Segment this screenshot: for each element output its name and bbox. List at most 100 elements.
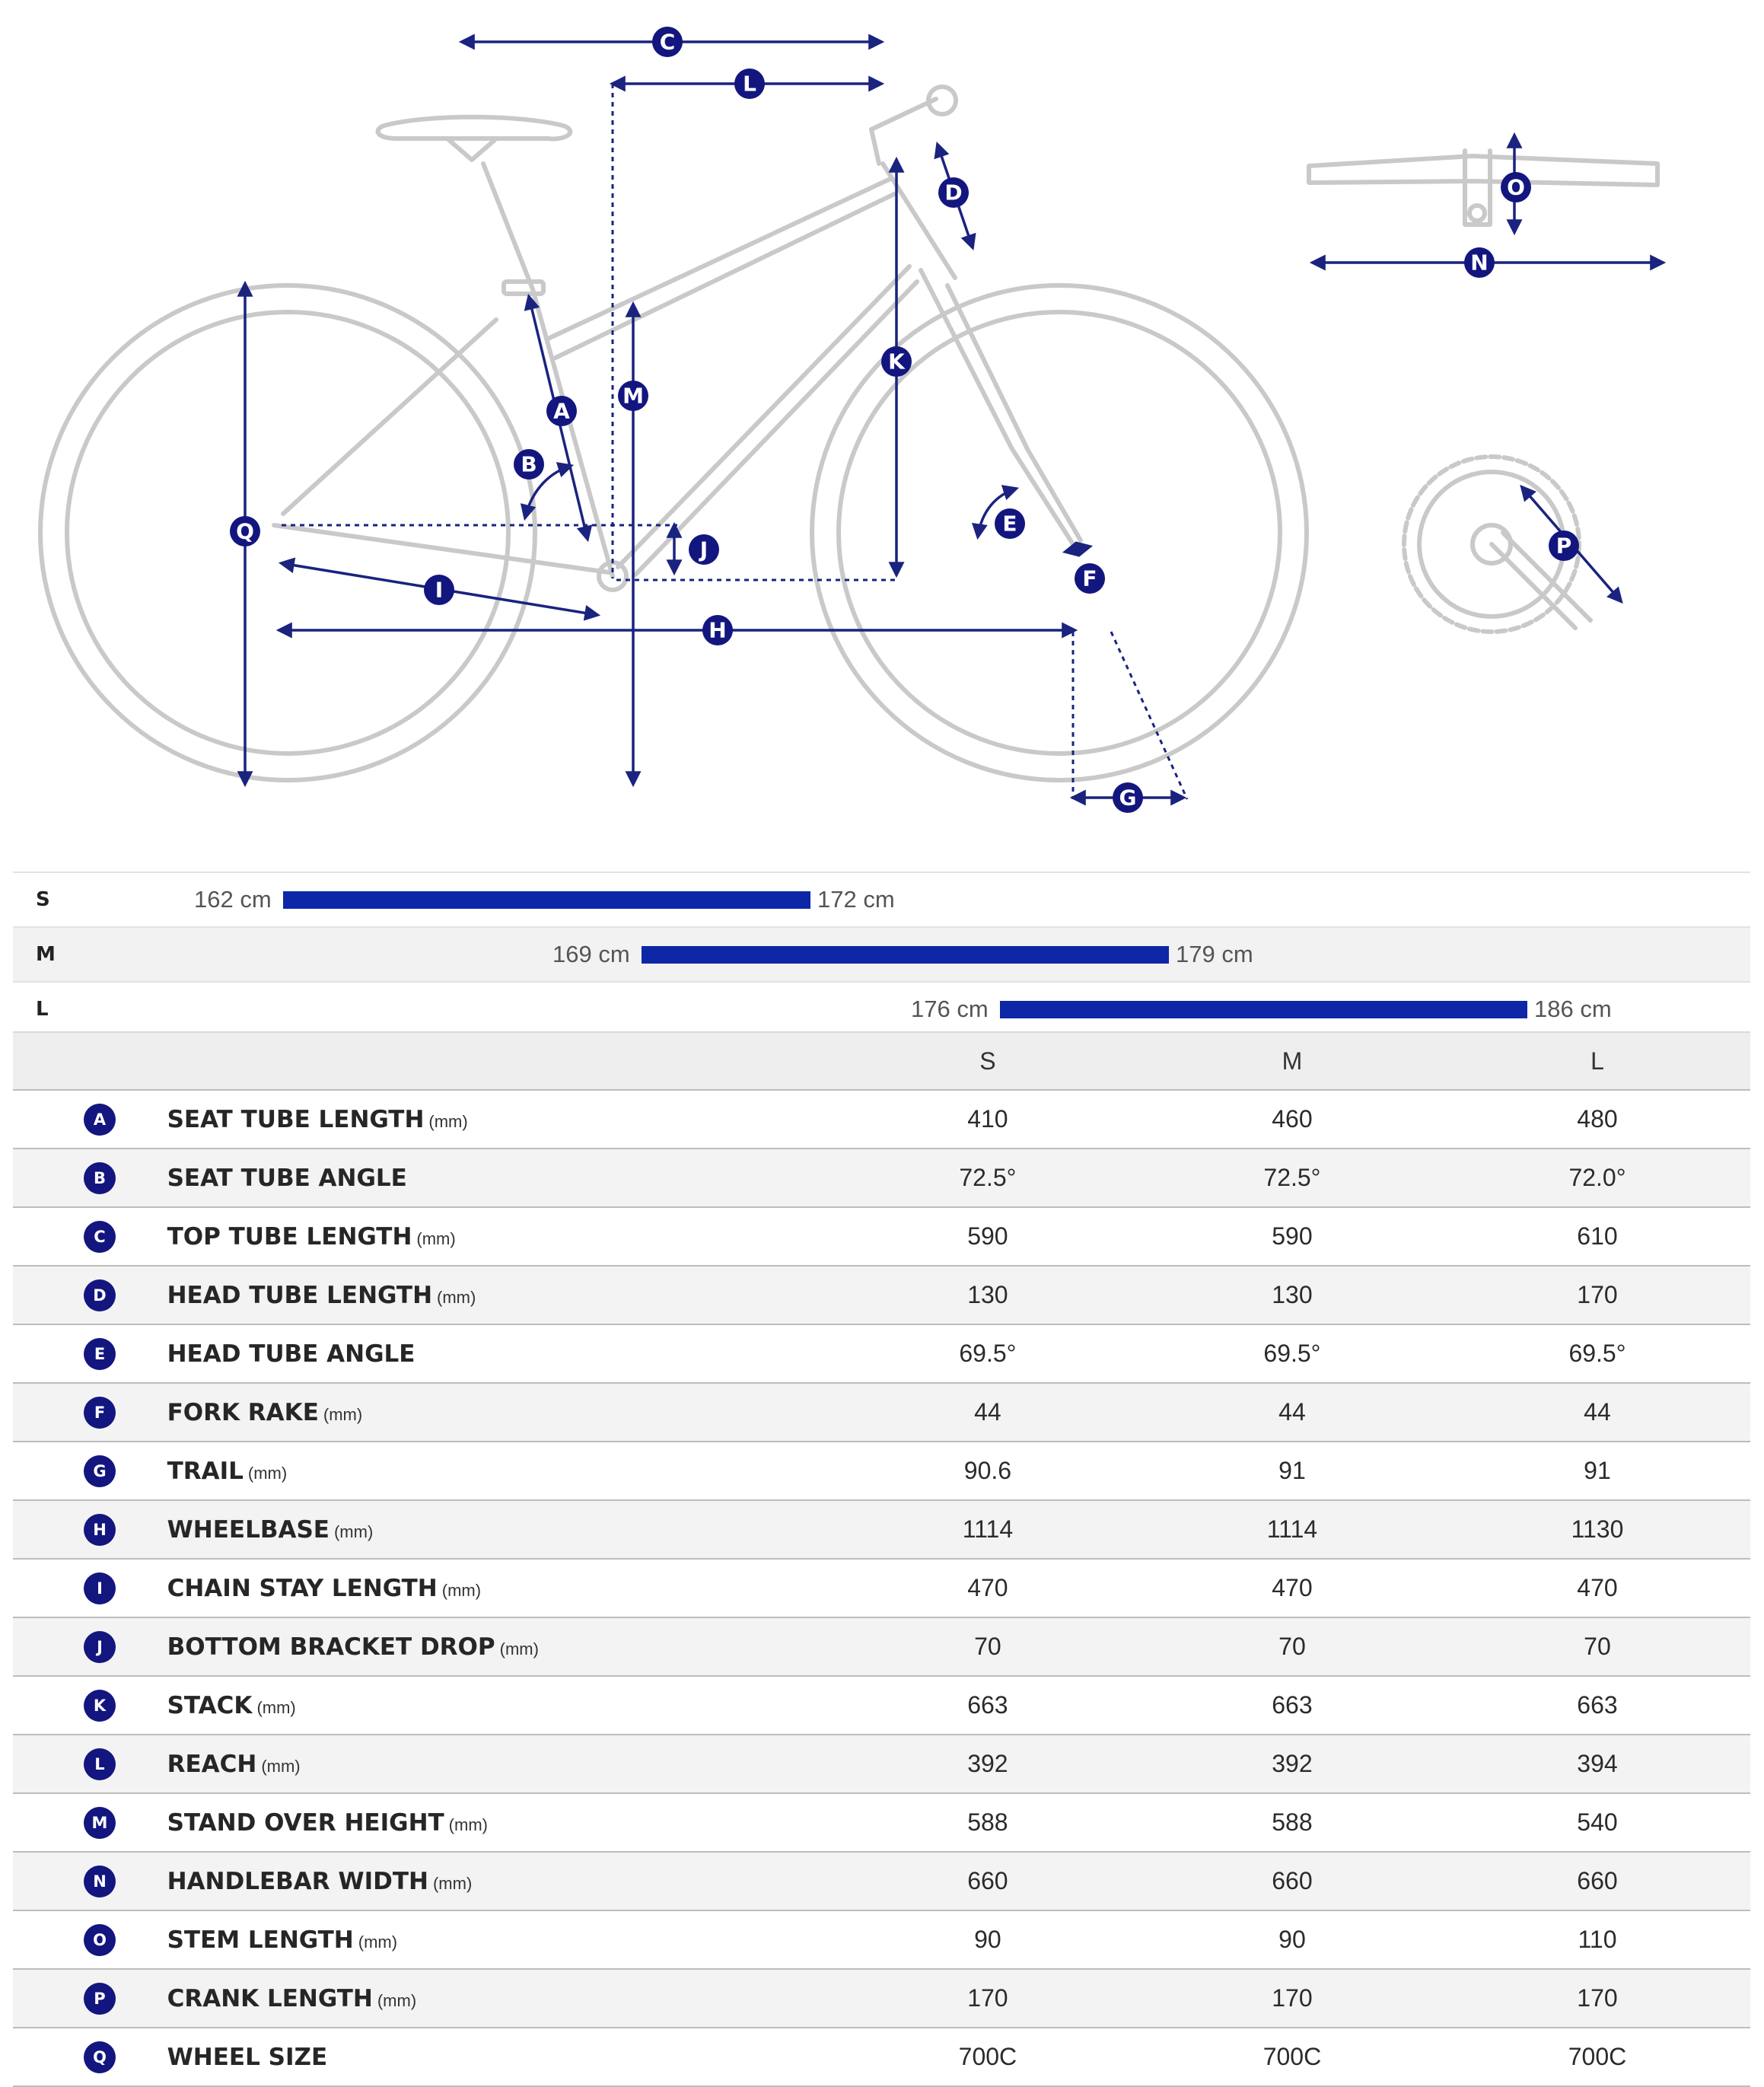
size-range-row-s: S 162 cm 172 cm xyxy=(13,871,1750,926)
metric-unit: (mm) xyxy=(323,1405,363,1424)
callout-n: N xyxy=(1464,247,1495,278)
metric-name: STEM LENGTH xyxy=(167,1926,354,1954)
value-cell-m: 130 xyxy=(1139,1265,1444,1324)
svg-text:H: H xyxy=(708,618,726,643)
letter-badge: N xyxy=(84,1866,116,1897)
value-cell-s: 410 xyxy=(835,1089,1140,1149)
range-min: 169 cm xyxy=(552,941,630,967)
value-cell-m: 660 xyxy=(1139,1851,1444,1910)
header-size-m: M xyxy=(1139,1031,1444,1090)
value-cell-s: 588 xyxy=(835,1792,1140,1852)
metric-name: STACK xyxy=(167,1692,253,1719)
value-cell-s: 663 xyxy=(835,1675,1140,1735)
metric-unit: (mm) xyxy=(333,1522,374,1541)
value-cell-s: 44 xyxy=(835,1382,1140,1442)
letter-badge: K xyxy=(84,1690,116,1722)
svg-text:M: M xyxy=(622,384,644,409)
metric-name: SEAT TUBE LENGTH xyxy=(167,1106,425,1133)
letter-badge: M xyxy=(84,1807,116,1839)
letter-badge: G xyxy=(84,1455,116,1487)
metric-unit: (mm) xyxy=(261,1757,301,1776)
value-cell-l: 170 xyxy=(1444,1265,1750,1324)
letter-badge: L xyxy=(84,1748,116,1780)
svg-text:D: D xyxy=(944,180,962,206)
svg-text:F: F xyxy=(1082,566,1097,591)
metric-name: STAND OVER HEIGHT xyxy=(167,1809,444,1837)
value-cell-m: 70 xyxy=(1139,1617,1444,1676)
value-cell-m: 90 xyxy=(1139,1910,1444,1969)
value-cell-l: 91 xyxy=(1444,1441,1750,1500)
header-size-s: S xyxy=(835,1031,1140,1090)
value-cell-l: 72.0° xyxy=(1444,1148,1750,1207)
range-max: 172 cm xyxy=(817,886,895,913)
letter-badge: O xyxy=(84,1924,116,1956)
range-bar xyxy=(642,946,1169,964)
callout-i: I xyxy=(424,575,454,605)
value-cell-s: 700C xyxy=(835,2027,1140,2087)
size-label: L xyxy=(36,998,49,1021)
range-min: 162 cm xyxy=(194,886,272,913)
value-cell-m: 72.5° xyxy=(1139,1148,1444,1207)
value-cell-s: 660 xyxy=(835,1851,1140,1910)
metric-name: WHEELBASE xyxy=(167,1516,330,1544)
letter-badge: E xyxy=(84,1338,116,1370)
value-cell-l: 663 xyxy=(1444,1675,1750,1735)
callout-e: E xyxy=(995,508,1025,539)
value-cell-s: 1114 xyxy=(835,1499,1140,1559)
range-max: 186 cm xyxy=(1534,996,1612,1022)
value-cell-l: 700C xyxy=(1444,2027,1750,2087)
metric-name: SEAT TUBE ANGLE xyxy=(167,1165,407,1192)
size-range-chart: S 162 cm 172 cm M 169 cm 179 cm L 176 cm… xyxy=(13,871,1750,1036)
callout-f: F xyxy=(1075,563,1105,594)
letter-badge: J xyxy=(84,1631,116,1663)
svg-text:P: P xyxy=(1556,534,1572,559)
metric-name: HEAD TUBE ANGLE xyxy=(167,1340,416,1368)
range-max: 179 cm xyxy=(1176,941,1253,967)
value-cell-s: 590 xyxy=(835,1206,1140,1266)
value-cell-s: 70 xyxy=(835,1617,1140,1676)
range-bar xyxy=(283,891,810,909)
value-cell-s: 130 xyxy=(835,1265,1140,1324)
value-cell-l: 610 xyxy=(1444,1206,1750,1266)
svg-text:A: A xyxy=(553,399,570,424)
letter-badge: I xyxy=(84,1572,116,1604)
metric-name: BOTTOM BRACKET DROP xyxy=(167,1633,495,1661)
callout-p: P xyxy=(1549,531,1579,561)
bike-illustration xyxy=(38,84,1660,782)
metric-name: REACH xyxy=(167,1751,257,1778)
value-cell-m: 590 xyxy=(1139,1206,1444,1266)
callout-q: Q xyxy=(230,516,260,546)
range-bar xyxy=(1000,1001,1527,1018)
table-header-row: S M L xyxy=(13,1031,1750,1090)
value-cell-m: 460 xyxy=(1139,1089,1444,1149)
svg-text:L: L xyxy=(743,72,756,97)
value-cell-m: 700C xyxy=(1139,2027,1444,2087)
callout-j: J xyxy=(689,534,719,565)
value-cell-s: 72.5° xyxy=(835,1148,1140,1207)
range-min: 176 cm xyxy=(911,996,989,1022)
callout-d: D xyxy=(938,177,969,208)
svg-text:Q: Q xyxy=(236,519,254,544)
callout-h: H xyxy=(702,615,733,645)
metric-name: HANDLEBAR WIDTH xyxy=(167,1868,428,1895)
size-label: M xyxy=(36,943,56,966)
metric-name: FORK RAKE xyxy=(167,1399,319,1426)
callout-m: M xyxy=(618,381,648,411)
svg-text:I: I xyxy=(435,578,443,603)
size-range-row-m: M 169 cm 179 cm xyxy=(13,926,1750,981)
letter-badge: C xyxy=(84,1221,116,1253)
value-cell-m: 470 xyxy=(1139,1558,1444,1617)
value-cell-m: 392 xyxy=(1139,1734,1444,1793)
metric-unit: (mm) xyxy=(358,1932,398,1952)
